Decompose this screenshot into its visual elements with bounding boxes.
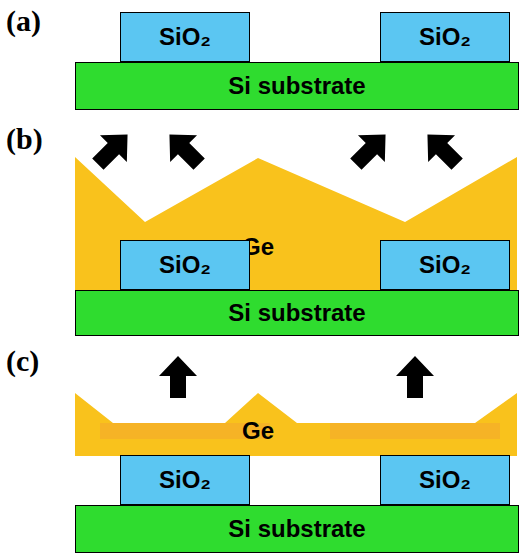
node-label: SiO₂ [419, 468, 471, 492]
defect-band [330, 423, 500, 439]
growth-arrow [159, 356, 197, 398]
node-label: SiO₂ [159, 468, 211, 492]
facet-arrow [156, 121, 213, 178]
node-label: SiO₂ [159, 25, 211, 49]
ge-outline [75, 390, 519, 456]
panel-label: (c) [6, 346, 39, 376]
oxide-mask: SiO₂ [380, 455, 510, 505]
oxide-mask: SiO₂ [120, 455, 250, 505]
node-label: SiO₂ [419, 253, 471, 277]
substrate-box: Si substrate [75, 290, 519, 336]
facet-arrow [342, 121, 399, 178]
oxide-mask: SiO₂ [380, 12, 510, 62]
oxide-mask: SiO₂ [120, 12, 250, 62]
node-label: Si substrate [228, 517, 365, 541]
growth-arrow [396, 356, 434, 398]
oxide-mask: SiO₂ [380, 240, 510, 290]
substrate-box: Si substrate [75, 505, 519, 553]
panel-label: (a) [6, 6, 41, 36]
node-label: Ge [242, 419, 274, 443]
node-label: SiO₂ [159, 253, 211, 277]
node-label: Si substrate [228, 74, 365, 98]
panel-label: (b) [6, 124, 43, 154]
node-label: SiO₂ [419, 25, 471, 49]
ge-layer: Ge [75, 390, 519, 456]
node-label: Si substrate [228, 301, 365, 325]
facet-arrow [414, 121, 471, 178]
substrate-box: Si substrate [75, 62, 519, 110]
oxide-mask: SiO₂ [120, 240, 250, 290]
facet-arrow [84, 121, 141, 178]
